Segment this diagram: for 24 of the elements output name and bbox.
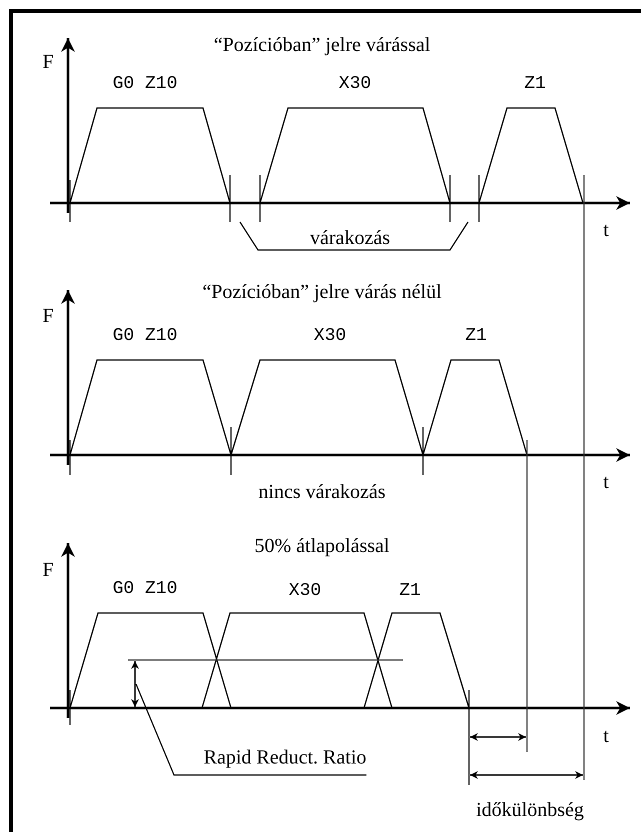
block-label: Z1: [524, 75, 546, 95]
panel-heading: “Pozícióban” jelre várással: [214, 34, 430, 56]
block-label: G0 Z10: [112, 580, 178, 600]
double-arrow: [131, 661, 139, 707]
axis-label: F: [42, 559, 54, 581]
panel-heading: 50% átlapolással: [254, 535, 390, 557]
annotation: várakozás: [310, 227, 390, 249]
axis-label: t: [603, 725, 609, 747]
annotation: nincs várakozás: [258, 481, 386, 503]
axis-label: F: [42, 51, 54, 73]
annotation: Rapid Reduct. Ratio: [204, 746, 366, 775]
block-label: X30: [314, 327, 346, 347]
block-label: X30: [288, 582, 322, 602]
block-label: G0 Z10: [112, 75, 178, 95]
axis-label: t: [603, 219, 609, 241]
axis-label: t: [603, 471, 609, 493]
block-label: Z1: [399, 582, 421, 602]
block-label: G0 Z10: [112, 327, 178, 347]
block-label: X30: [338, 75, 372, 95]
axis-label: F: [42, 305, 54, 327]
leader-line: [135, 684, 366, 776]
block-label: Z1: [465, 327, 487, 347]
annotation: időkülönbség: [476, 799, 584, 821]
panel-heading: “Pozícióban” jelre várás nélül: [202, 281, 442, 303]
